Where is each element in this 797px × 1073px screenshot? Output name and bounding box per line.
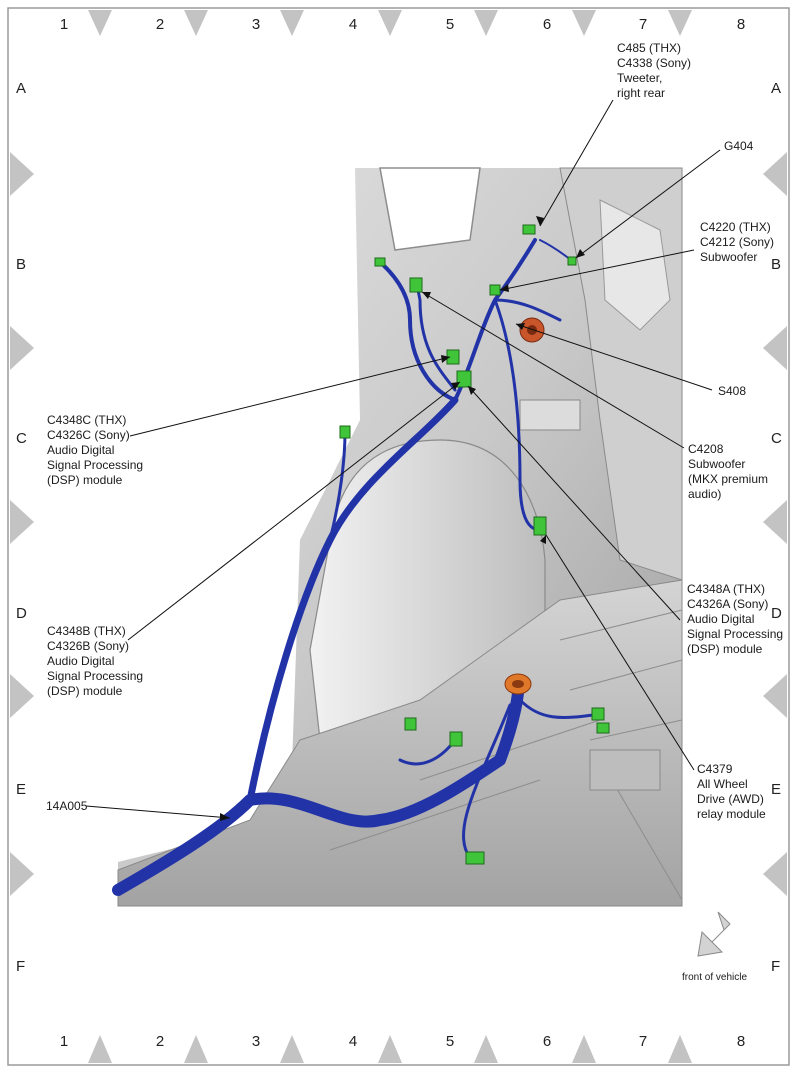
callout-c4348b-line-3: Audio Digital [47, 654, 115, 668]
grid-markers-right [763, 152, 787, 896]
grid-markers-bottom [88, 1035, 692, 1063]
callout-c4220-line-1: C4220 (THX) [700, 220, 771, 234]
grid-col-4-top: 4 [348, 16, 358, 33]
callout-c4379-line-1: C4379 [697, 762, 733, 776]
callout-c4348c-line-5: (DSP) module [47, 473, 123, 487]
callout-c485-line-1: C485 (THX) [617, 41, 682, 55]
callout-c4348c-line-1: C4348C (THX) [47, 413, 127, 427]
connector-floor-mid [449, 731, 463, 747]
callout-g404: G404 [724, 139, 753, 154]
connector-c485 [522, 224, 536, 235]
connector-c4348a [533, 516, 547, 536]
callout-c4379-line-4: relay module [697, 807, 766, 821]
callout-c4348b-line-1: C4348B (THX) [47, 624, 126, 638]
callout-c4348c-line-4: Signal Processing [47, 458, 144, 472]
callout-c4379-line-2: All Wheel [697, 777, 748, 791]
diagram-border [7, 7, 790, 1066]
grommet-rear [519, 317, 545, 343]
callout-s408: S408 [718, 384, 746, 399]
grid-col-4-bottom: 4 [348, 1033, 358, 1050]
callout-c4220-line-2: C4212 (Sony) [700, 235, 775, 249]
leader-lines [85, 99, 721, 819]
grid-col-5-bottom: 5 [445, 1033, 455, 1050]
callout-c4208-line-3: (MKX premium [688, 472, 769, 486]
callout-c485-line-4: right rear [617, 86, 666, 100]
grid-col-6-bottom: 6 [542, 1033, 552, 1050]
connectors [339, 224, 610, 865]
callout-c4348a-line-4: Signal Processing [687, 627, 784, 641]
grid-col-3-bottom: 3 [251, 1033, 261, 1050]
grid-col-7-top: 7 [638, 16, 648, 33]
callout-c4348a-line-2: C4326A (Sony) [687, 597, 769, 611]
connector-c4208 [409, 277, 423, 293]
callout-14a005-line-1: 14A005 [46, 799, 88, 813]
callout-c4348b-line-4: Signal Processing [47, 669, 144, 683]
connector-left-upper [374, 257, 386, 267]
grid-col-1-top: 1 [59, 16, 69, 33]
grid-col-3-top: 3 [251, 16, 261, 33]
grid-row-f-left: F [16, 958, 26, 975]
callout-c4348a-line-5: (DSP) module [687, 642, 763, 656]
callout-c4208-line-2: Subwoofer [688, 457, 746, 471]
callout-c485: C485 (THX) C4338 (Sony) Tweeter, right r… [617, 41, 691, 101]
callout-c4348b: C4348B (THX) C4326B (Sony) Audio Digital… [47, 624, 143, 699]
grid-col-1-bottom: 1 [59, 1033, 69, 1050]
callout-c4220: C4220 (THX) C4212 (Sony) Subwoofer [700, 220, 774, 265]
front-of-vehicle-label: front of vehicle [682, 972, 748, 983]
connector-floor-right [591, 707, 605, 721]
grid-row-a-right: A [771, 80, 782, 97]
callout-c4220-line-3: Subwoofer [700, 250, 758, 264]
grid-col-5-top: 5 [445, 16, 455, 33]
grid-row-e-left: E [16, 781, 27, 798]
grid-markers-left [10, 152, 34, 896]
connector-g404 [567, 256, 577, 266]
connector-left-mid [339, 425, 351, 439]
callout-c4348c: C4348C (THX) C4326C (Sony) Audio Digital… [47, 413, 143, 488]
callout-c4348b-line-2: C4326B (Sony) [47, 639, 130, 653]
callout-c4348a: C4348A (THX) C4326A (Sony) Audio Digital… [687, 582, 783, 657]
callout-c485-line-2: C4338 (Sony) [617, 56, 692, 70]
connector-floor-bottom [465, 851, 485, 865]
callout-g404-line-1: G404 [724, 139, 754, 153]
connector-c4220 [489, 284, 501, 296]
grid-col-7-bottom: 7 [638, 1033, 648, 1050]
callout-c4348a-line-3: Audio Digital [687, 612, 755, 626]
grid-col-2-bottom: 2 [155, 1033, 165, 1050]
vehicle-body-illustration [117, 167, 683, 907]
callout-c4379: C4379 All Wheel Drive (AWD) relay module [697, 762, 766, 822]
callout-c4348c-line-3: Audio Digital [47, 443, 115, 457]
grid-row-b-right: B [771, 256, 782, 273]
grid-row-d-right: D [771, 605, 782, 622]
grid-row-a-left: A [16, 80, 27, 97]
grid-col-8-top: 8 [736, 16, 746, 33]
callout-c4348a-line-1: C4348A (THX) [687, 582, 766, 596]
callout-c4208: C4208 Subwoofer (MKX premium audio) [688, 442, 768, 502]
connector-c4348b [456, 370, 472, 388]
grid-row-c-right: C [771, 430, 782, 447]
grid-row-c-left: C [16, 430, 27, 447]
grid-col-6-top: 6 [542, 16, 552, 33]
grid-row-b-left: B [16, 256, 27, 273]
connector-c4379 [596, 722, 610, 734]
grommet-floor [504, 673, 532, 695]
front-of-vehicle-arrow-icon [697, 911, 731, 957]
connector-floor-left [404, 717, 417, 731]
callout-c4208-line-4: audio) [688, 487, 722, 501]
callout-c4379-line-3: Drive (AWD) [697, 792, 764, 806]
callout-c4348c-line-2: C4326C (Sony) [47, 428, 130, 442]
callout-c4208-line-1: C4208 [688, 442, 724, 456]
grid-col-8-bottom: 8 [736, 1033, 746, 1050]
grid-markers-top [88, 10, 692, 36]
callout-c4348b-line-5: (DSP) module [47, 684, 123, 698]
callout-14a005: 14A005 [46, 799, 87, 814]
grid-row-f-right: F [771, 958, 781, 975]
grid-row-d-left: D [16, 605, 27, 622]
grid-col-2-top: 2 [155, 16, 165, 33]
callout-c485-line-3: Tweeter, [617, 71, 663, 85]
leader-arrows [220, 216, 585, 821]
grid-row-e-right: E [771, 781, 782, 798]
callout-s408-line-1: S408 [718, 384, 747, 398]
